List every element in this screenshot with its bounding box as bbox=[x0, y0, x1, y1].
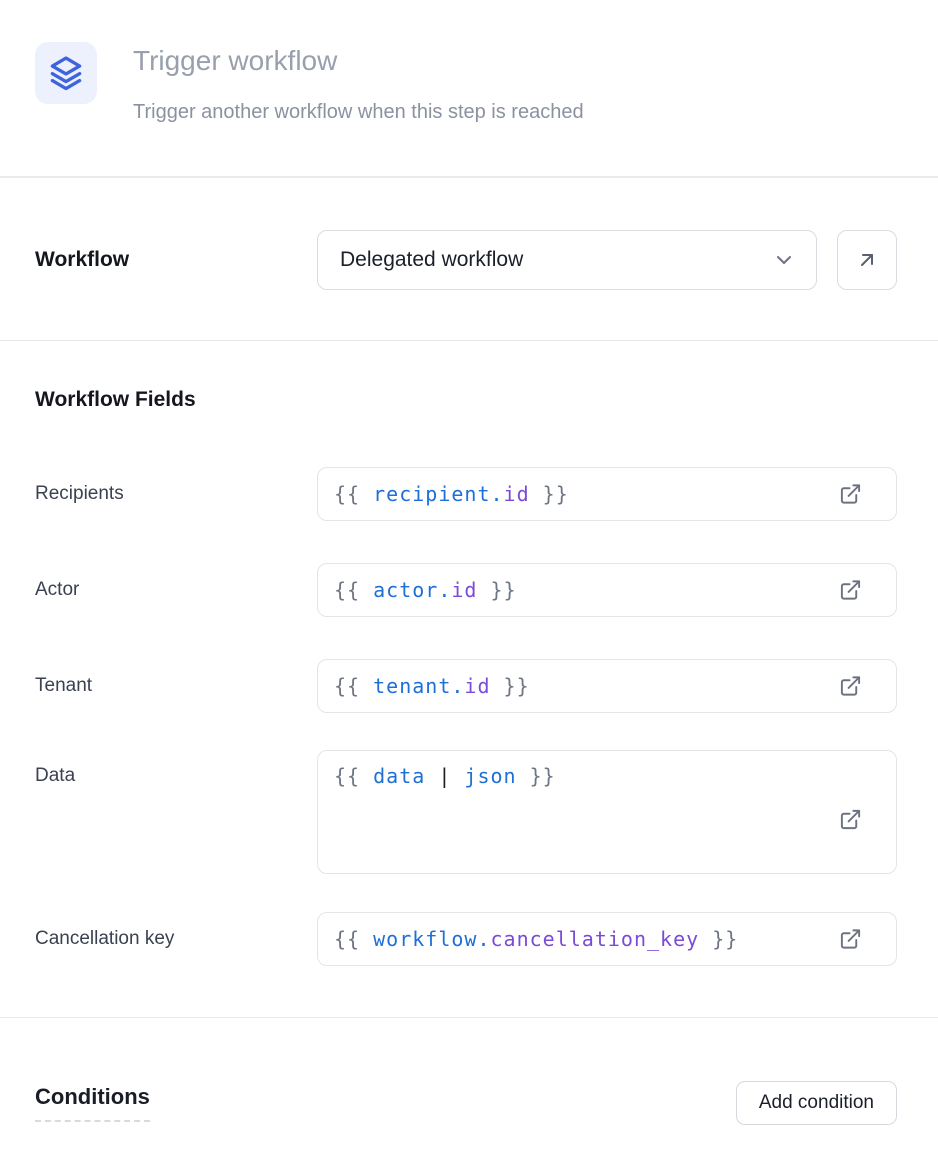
actor-label: Actor bbox=[35, 579, 80, 600]
data-edit-button[interactable] bbox=[839, 778, 883, 861]
actor-edit-button[interactable] bbox=[839, 549, 883, 632]
external-link-icon bbox=[839, 453, 883, 536]
open-workflow-button[interactable] bbox=[837, 230, 897, 290]
conditions-heading: Conditions bbox=[35, 1084, 150, 1122]
data-code: {{ data | json }} bbox=[334, 764, 556, 788]
arrow-up-right-icon bbox=[855, 248, 879, 272]
stack-icon bbox=[47, 54, 85, 92]
cancellation-key-label: Cancellation key bbox=[35, 928, 175, 949]
step-header: Trigger workflow Trigger another workflo… bbox=[0, 0, 938, 125]
workflow-fields-heading: Workflow Fields bbox=[35, 388, 196, 411]
add-condition-button[interactable]: Add condition bbox=[735, 1081, 897, 1125]
field-row-actor: Actor {{ actor.id }} bbox=[0, 563, 938, 617]
section-divider bbox=[0, 1017, 938, 1018]
tenant-label: Tenant bbox=[35, 675, 93, 696]
data-label: Data bbox=[35, 765, 76, 786]
external-link-icon bbox=[839, 549, 883, 632]
tenant-code: {{ tenant.id }} bbox=[334, 674, 530, 698]
actor-code: {{ actor.id }} bbox=[334, 578, 517, 602]
step-subtitle: Trigger another workflow when this step … bbox=[133, 101, 584, 123]
workflow-label: Workflow bbox=[35, 248, 130, 271]
recipients-label: Recipients bbox=[35, 483, 124, 504]
cancellation-key-code: {{ workflow.cancellation_key }} bbox=[334, 927, 739, 951]
external-link-icon bbox=[839, 898, 883, 981]
recipients-code: {{ recipient.id }} bbox=[334, 482, 569, 506]
field-row-tenant: Tenant {{ tenant.id }} bbox=[0, 659, 938, 713]
step-title-input[interactable]: Trigger workflow bbox=[133, 45, 338, 76]
header-divider bbox=[0, 176, 938, 178]
step-header-text: Trigger workflow Trigger another workflo… bbox=[133, 41, 584, 125]
field-row-cancellation-key: Cancellation key {{ workflow.cancellatio… bbox=[0, 912, 938, 966]
conditions-section: Conditions Add condition bbox=[0, 1081, 938, 1125]
workflow-select[interactable]: Delegated workflow bbox=[317, 230, 817, 290]
recipients-edit-button[interactable] bbox=[839, 453, 883, 536]
external-link-icon bbox=[839, 645, 883, 728]
external-link-icon bbox=[839, 778, 883, 861]
cancellation-key-input[interactable]: {{ workflow.cancellation_key }} bbox=[317, 912, 897, 966]
tenant-input[interactable]: {{ tenant.id }} bbox=[317, 659, 897, 713]
field-row-data: Data {{ data | json }} bbox=[0, 750, 938, 874]
workflow-fields: Recipients {{ recipient.id }} Actor bbox=[0, 467, 938, 966]
workflow-controls: Delegated workflow bbox=[317, 230, 897, 290]
workflow-select-value: Delegated workflow bbox=[340, 248, 524, 271]
recipients-input[interactable]: {{ recipient.id }} bbox=[317, 467, 897, 521]
cancellation-key-edit-button[interactable] bbox=[839, 898, 883, 981]
workflow-selector-row: Workflow Delegated workflow bbox=[0, 230, 938, 290]
tenant-edit-button[interactable] bbox=[839, 645, 883, 728]
data-input[interactable]: {{ data | json }} bbox=[317, 750, 897, 874]
field-row-recipients: Recipients {{ recipient.id }} bbox=[0, 467, 938, 521]
actor-input[interactable]: {{ actor.id }} bbox=[317, 563, 897, 617]
chevron-down-icon bbox=[772, 248, 796, 272]
section-divider bbox=[0, 340, 938, 341]
step-icon-box bbox=[35, 42, 97, 104]
